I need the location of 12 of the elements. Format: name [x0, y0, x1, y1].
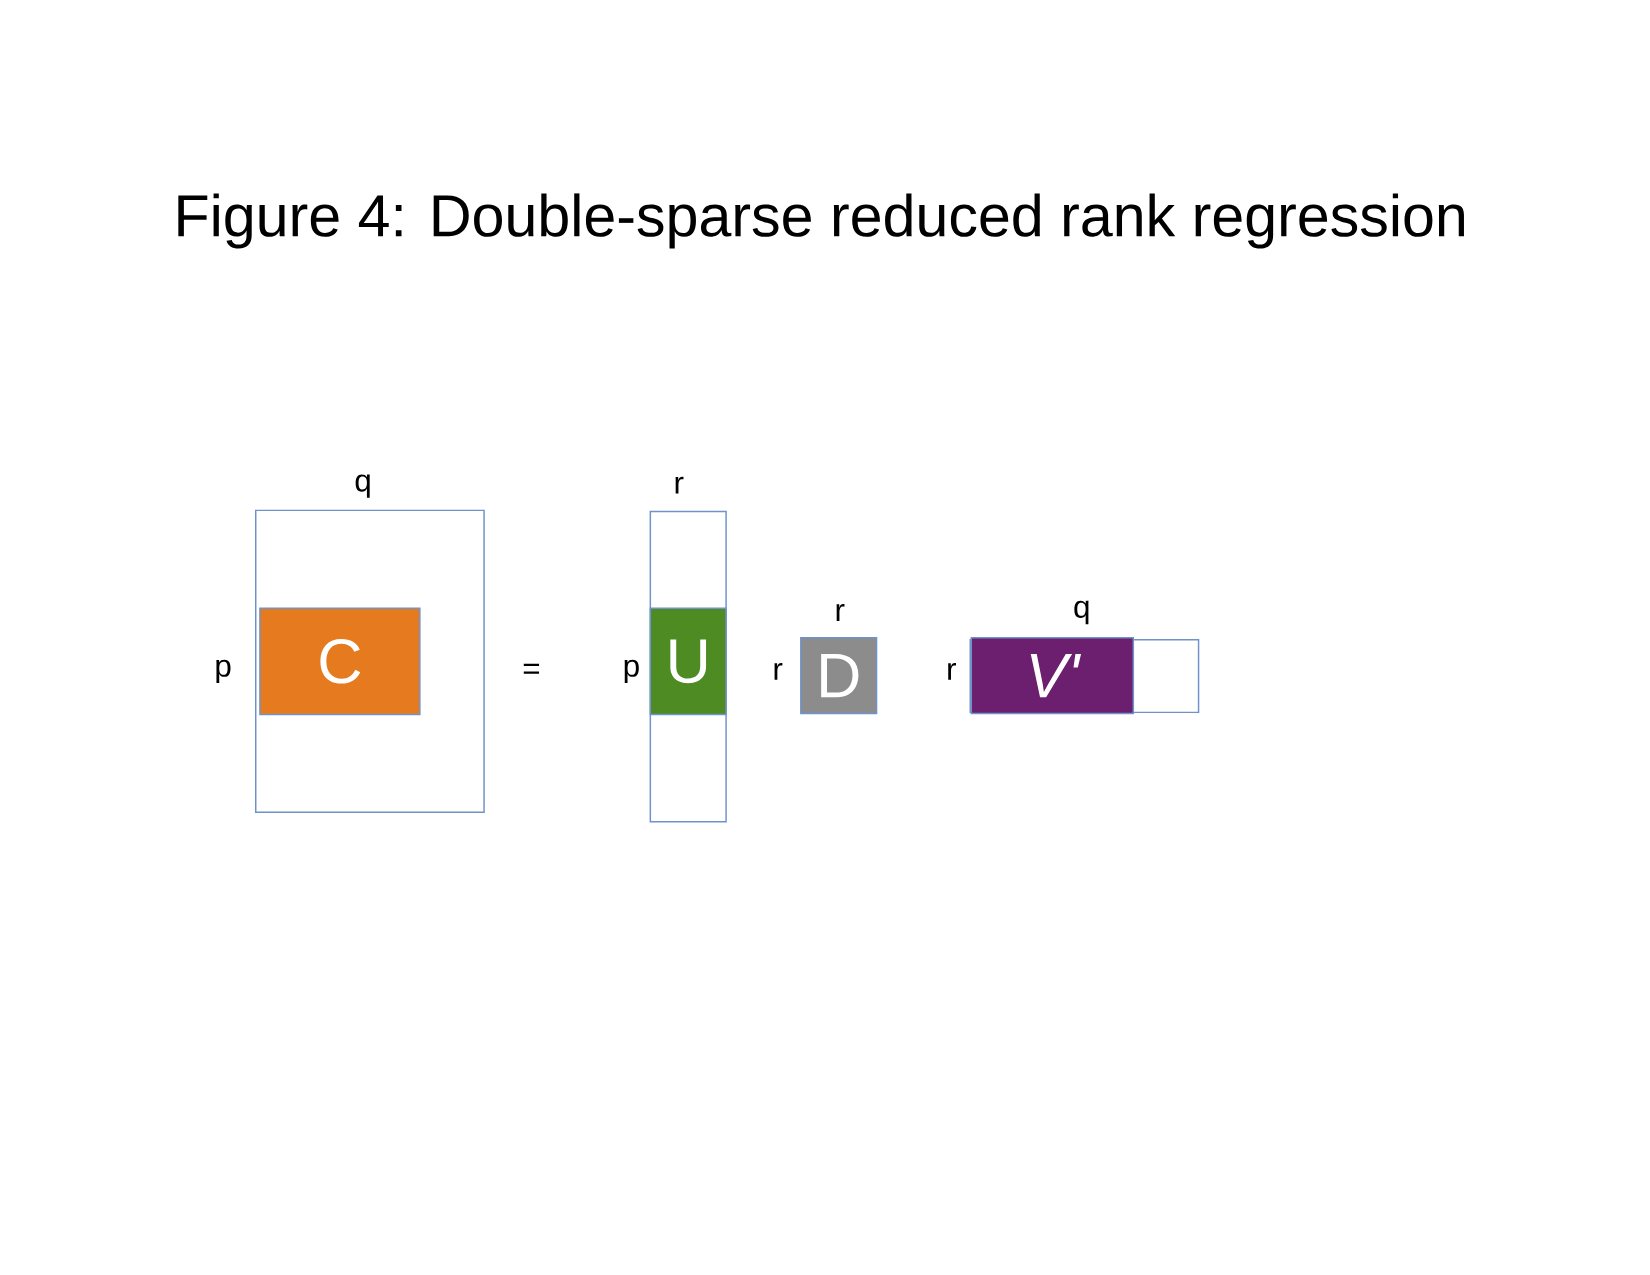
- matrix-block: V': [970, 636, 1135, 714]
- title: Figure 4: Double-sparse reduced rank regression: [178, 193, 1464, 249]
- dimension-label: r: [774, 662, 783, 680]
- dimension-label: r: [948, 662, 956, 680]
- matrix-block: U: [649, 607, 727, 716]
- dimension-label: r: [675, 476, 684, 494]
- dimension-label: p: [216, 659, 231, 683]
- dimension-label: =: [523, 663, 540, 674]
- dimension-label: q: [355, 474, 370, 498]
- matrix-block: C: [259, 607, 421, 716]
- matrix-block: D: [800, 636, 878, 714]
- matrix-outline: [255, 509, 485, 813]
